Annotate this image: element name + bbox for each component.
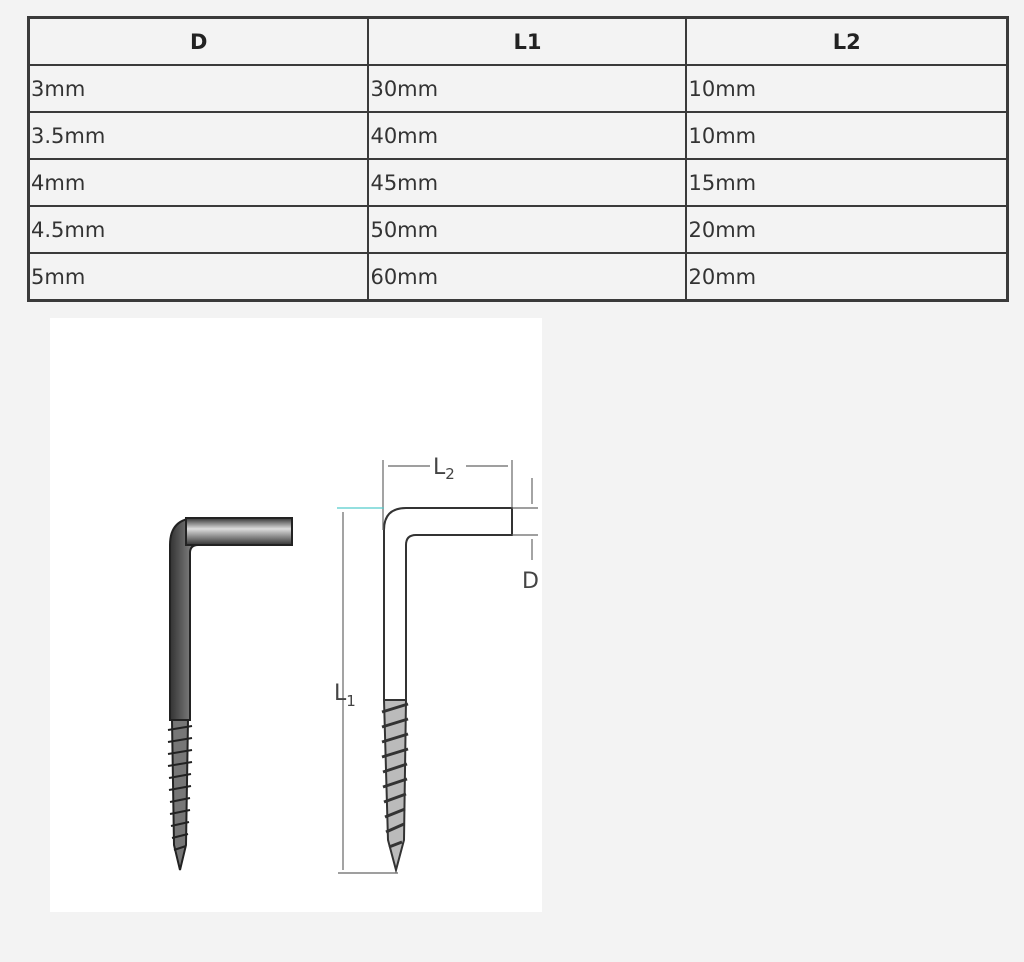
cell-l1: 50mm xyxy=(367,205,688,254)
cell-l1: 30mm xyxy=(367,64,688,113)
label-l2: L2 xyxy=(433,455,455,483)
hook-drawing: L2 L1 D xyxy=(50,318,542,912)
cell-d: 4.5mm xyxy=(27,205,370,254)
header-l2: L2 xyxy=(685,16,1009,66)
table-header-row: D L1 L2 xyxy=(27,16,1009,66)
cell-l2: 20mm xyxy=(685,205,1009,254)
cell-l2: 10mm xyxy=(685,111,1009,160)
cell-d: 3mm xyxy=(27,64,370,113)
cell-l1: 40mm xyxy=(367,111,688,160)
header-d: D xyxy=(27,16,370,66)
hook-technical-drawing xyxy=(337,460,538,874)
header-l1: L1 xyxy=(367,16,688,66)
cell-d: 4mm xyxy=(27,158,370,207)
cell-d: 3.5mm xyxy=(27,111,370,160)
hook-diagram-svg: L2 L1 D xyxy=(167,455,539,874)
label-d: D xyxy=(522,569,539,594)
label-l1: L1 xyxy=(334,681,356,710)
cell-l1: 60mm xyxy=(367,252,688,302)
cell-l1: 45mm xyxy=(367,158,688,207)
cell-d: 5mm xyxy=(27,252,370,302)
hook-photo xyxy=(167,517,293,871)
cell-l2: 15mm xyxy=(685,158,1009,207)
cell-l2: 10mm xyxy=(685,64,1009,113)
cell-l2: 20mm xyxy=(685,252,1009,302)
